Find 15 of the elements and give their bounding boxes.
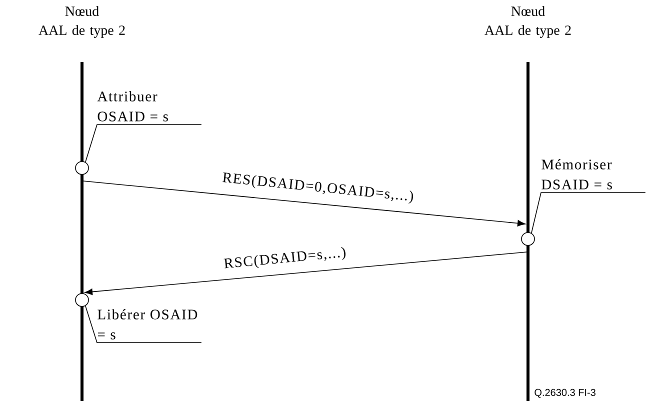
event-circle	[75, 161, 89, 175]
action-note: Mémoriser DSAID = s	[542, 159, 612, 190]
event-circle	[75, 293, 89, 307]
action-note: Attribuer OSAID = s	[97, 91, 168, 122]
message-arrow	[82, 180, 526, 226]
action-note: Libérer OSAID = s	[98, 309, 198, 340]
leader-line	[85, 124, 202, 162]
leader-line	[531, 192, 646, 234]
leader-line	[85, 306, 202, 343]
node-header: Nœud AAL de type 2	[38, 6, 125, 38]
message-arrow	[84, 251, 528, 295]
message-label: RSC(DSAID=s,...)	[224, 247, 346, 268]
figure-number: Q.2630.3 FI-3	[534, 388, 596, 398]
event-circle	[521, 232, 535, 246]
node-header: Nœud AAL de type 2	[484, 6, 571, 38]
